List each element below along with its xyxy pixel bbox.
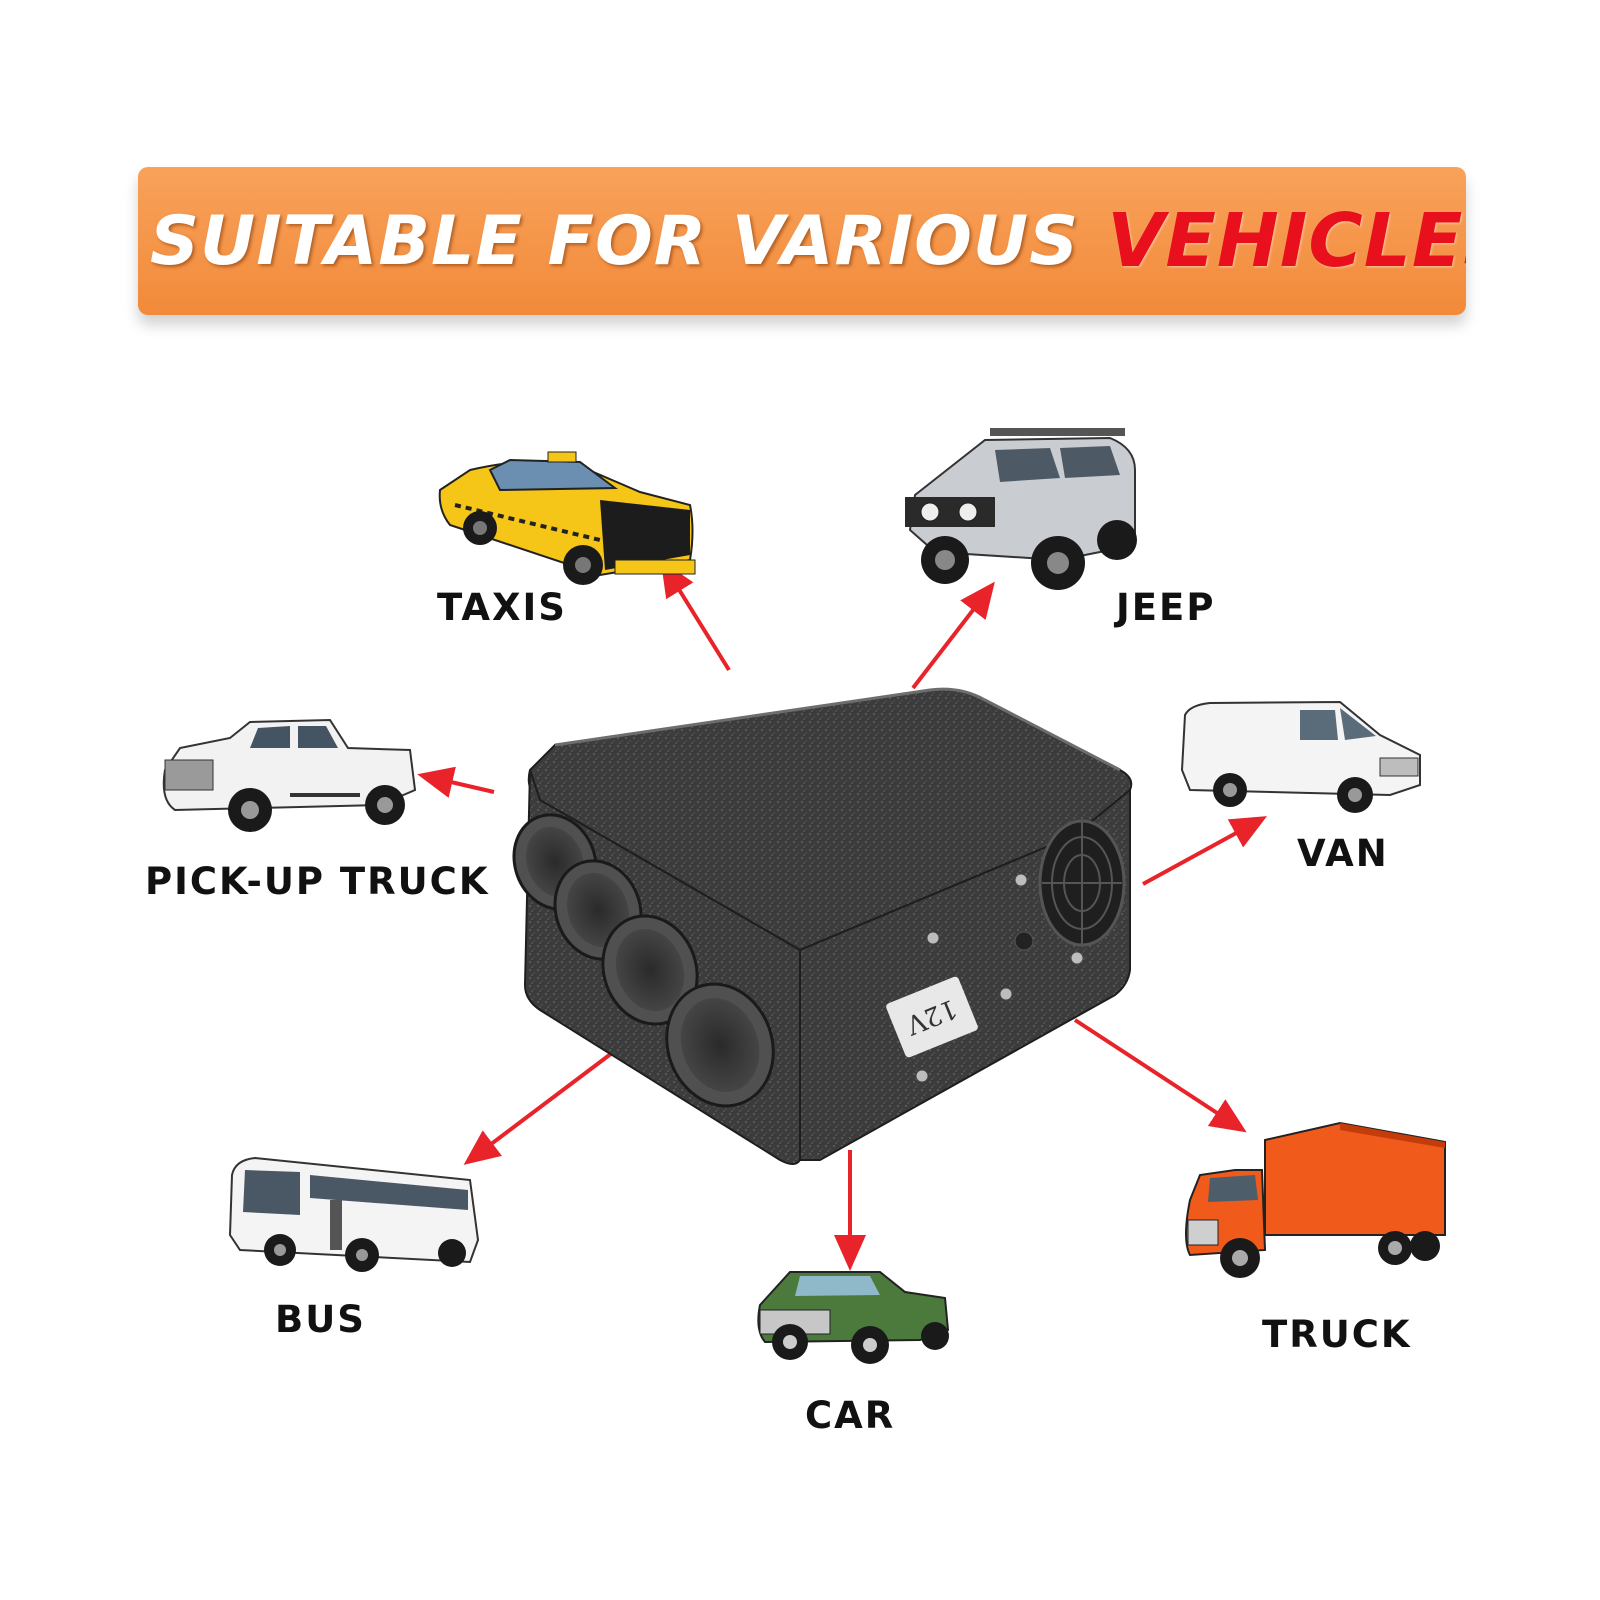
label-van: VAN xyxy=(1297,832,1389,875)
headline-text: SUITABLE FOR VARIOUS xyxy=(150,201,1080,281)
jeep-image xyxy=(905,428,1137,590)
air-ducts xyxy=(512,813,775,1108)
arrow-to-truck xyxy=(1073,1018,1247,1133)
arrows xyxy=(417,560,1268,1271)
label-pickup-truck: PICK-UP TRUCK xyxy=(145,860,490,903)
label-jeep: JEEP xyxy=(1116,586,1216,629)
label-car: CAR xyxy=(805,1394,896,1437)
pickup-image xyxy=(162,718,417,832)
label-bus: BUS xyxy=(275,1298,366,1341)
arrow-to-van xyxy=(1142,816,1268,886)
arrow-to-jeep xyxy=(911,581,995,690)
arrow-to-taxis xyxy=(660,560,731,672)
car-image xyxy=(757,1271,950,1364)
bus-image xyxy=(228,1156,480,1272)
headline-banner: SUITABLE FOR VARIOUS VEHICLES xyxy=(138,167,1466,315)
headline-accent-text: VEHICLES xyxy=(1107,198,1466,284)
arrow-to-bus xyxy=(463,1042,626,1165)
label-taxis: TAXIS xyxy=(437,586,567,629)
fan-grille xyxy=(1038,819,1126,947)
heater-device: 12V xyxy=(512,687,1133,1165)
arrow-to-pickup xyxy=(417,766,495,798)
van-image xyxy=(1180,700,1421,813)
voltage-sticker: 12V xyxy=(886,976,978,1058)
taxi-image xyxy=(438,451,696,585)
label-truck: TRUCK xyxy=(1262,1313,1412,1356)
truck-image xyxy=(1185,1121,1446,1278)
